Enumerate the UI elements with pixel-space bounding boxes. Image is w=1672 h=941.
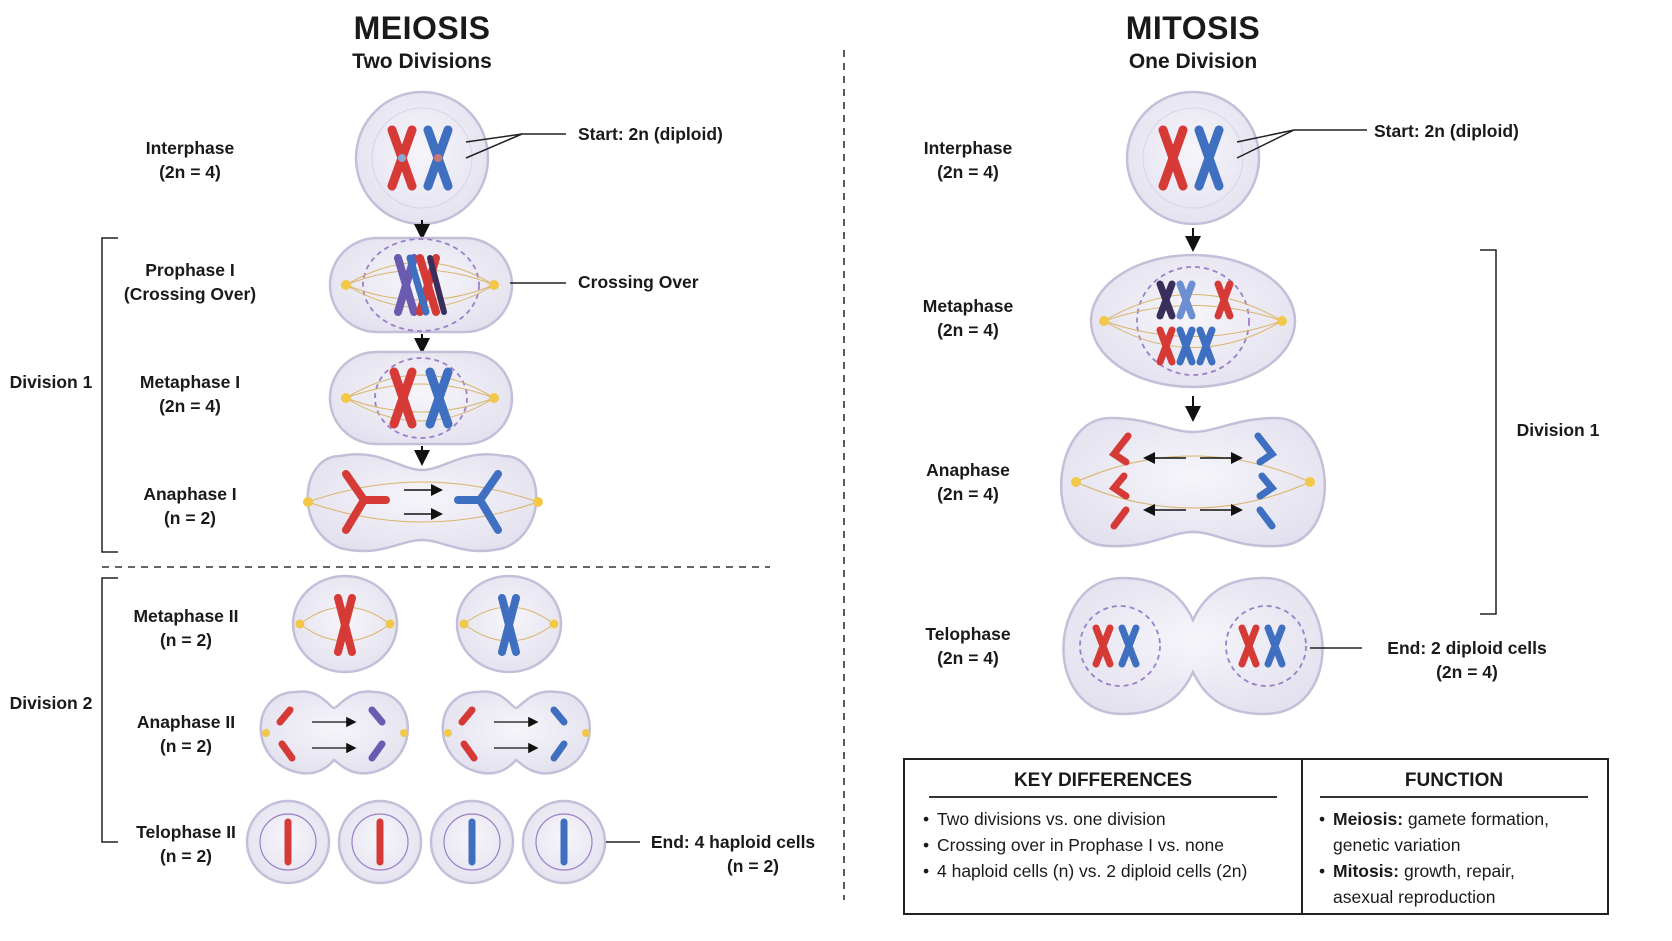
chromosome-pair-red	[387, 125, 417, 191]
stage-name: Interphase	[923, 138, 1013, 158]
definition: growth, repair,	[1399, 860, 1515, 881]
end-line-1: End: 2 diploid cells	[1387, 638, 1547, 658]
mitosis-anaphase-cell	[1059, 416, 1327, 548]
stage-count: (2n = 4)	[159, 162, 221, 182]
divider	[1320, 796, 1588, 798]
mitosis-division-1-label: Division 1	[1516, 420, 1600, 440]
term: Mitosis:	[1333, 860, 1400, 881]
mitosis-metaphase-cell	[1089, 253, 1297, 389]
meiosis-stage-label: Telophase II (n = 2)	[106, 820, 266, 868]
stage-name: Metaphase II	[133, 606, 239, 626]
list-item: Meiosis: gamete formation, genetic variat…	[1319, 806, 1607, 858]
function-panel: FUNCTION Meiosis: gamete formation, genet…	[1301, 760, 1607, 913]
term: Meiosis:	[1333, 808, 1404, 829]
stage-name: Metaphase I	[139, 372, 241, 392]
meiosis-stage-label: Anaphase II (n = 2)	[106, 710, 266, 758]
list-item: Crossing over in Prophase I vs. none	[923, 832, 1301, 858]
end-line-2: (n = 2)	[726, 856, 780, 876]
meiosis-telophase2-cell-1	[245, 799, 331, 885]
meiosis-metaphase1-cell	[328, 350, 514, 446]
meiosis-stage-label: Metaphase II (n = 2)	[106, 604, 266, 652]
mitosis-stage-label: Metaphase (2n = 4)	[888, 294, 1048, 342]
stage-count: (Crossing Over)	[123, 284, 257, 304]
division-1-label: Division 1	[9, 372, 93, 392]
meiosis-metaphase2-cell-2	[455, 574, 563, 674]
division-2-label: Division 2	[9, 693, 93, 713]
meiosis-anaphase2-cell-1	[259, 690, 409, 775]
divider	[929, 796, 1277, 798]
division1-bracket	[101, 237, 118, 553]
stage-count: (2n = 4)	[937, 648, 999, 668]
key-differences-list: Two divisions vs. one division Crossing …	[905, 806, 1301, 884]
comparison-table: KEY DIFFERENCES Two divisions vs. one di…	[903, 758, 1609, 915]
stage-count: (n = 2)	[159, 630, 213, 650]
stage-count: (2n = 4)	[159, 396, 221, 416]
meiosis-start-callout: Start: 2n (diploid)	[578, 124, 723, 144]
list-item: 4 haploid cells (n) vs. 2 diploid cells …	[923, 858, 1301, 884]
meiosis-stage-label: Metaphase I (2n = 4)	[110, 370, 270, 418]
end-line-2: (2n = 4)	[1436, 662, 1498, 682]
meiosis-anaphase1-cell	[303, 453, 543, 553]
meiosis-anaphase2-cell-2	[441, 690, 591, 775]
mitosis-division1-bracket	[1480, 249, 1497, 615]
meiosis-stage-label: Interphase (2n = 4)	[110, 136, 270, 184]
meiosis-telophase2-cell-2	[337, 799, 423, 885]
crossing-over-callout: Crossing Over	[578, 272, 699, 292]
list-item: Mitosis: growth, repair, asexual reproduc…	[1319, 858, 1607, 910]
stage-name: Telophase II	[136, 822, 236, 842]
key-differences-title: KEY DIFFERENCES	[1013, 770, 1193, 791]
stage-name: Interphase	[145, 138, 235, 158]
stage-count: (2n = 4)	[937, 320, 999, 340]
stage-count: (n = 2)	[159, 846, 213, 866]
mitosis-start-callout: Start: 2n (diploid)	[1374, 121, 1519, 141]
definition-cont: asexual reproduction	[1333, 886, 1496, 907]
start-callout-line	[465, 133, 566, 159]
chromosome-pair-blue	[423, 125, 453, 191]
stage-count: (2n = 4)	[937, 484, 999, 504]
stage-count: (n = 2)	[159, 736, 213, 756]
meiosis-telophase2-cell-4	[521, 799, 607, 885]
list-item: Two divisions vs. one division	[923, 806, 1301, 832]
function-title: FUNCTION	[1404, 770, 1504, 791]
key-differences-panel: KEY DIFFERENCES Two divisions vs. one di…	[905, 760, 1303, 913]
meiosis-prophase1-cell	[328, 236, 514, 334]
meiosis-metaphase2-cell-1	[291, 574, 399, 674]
meiosis-stage-label: Anaphase I (n = 2)	[110, 482, 270, 530]
meiosis-subtitle: Two Divisions	[352, 50, 492, 73]
definition-cont: genetic variation	[1333, 834, 1461, 855]
mitosis-stage-label: Interphase (2n = 4)	[888, 136, 1048, 184]
stage-name: Prophase I	[145, 260, 235, 280]
meiosis-telophase2-cell-3	[429, 799, 515, 885]
meiosis-title: MEIOSIS	[353, 10, 491, 46]
mitosis-subtitle: One Division	[1128, 50, 1258, 73]
mitosis-telophase-cell	[1062, 576, 1324, 716]
stage-name: Anaphase I	[143, 484, 237, 504]
function-list: Meiosis: gamete formation, genetic variat…	[1301, 806, 1607, 910]
mitosis-interphase-cell	[1125, 90, 1261, 226]
meiosis-stage-label: Prophase I (Crossing Over)	[110, 258, 270, 306]
stage-name: Metaphase	[922, 296, 1014, 316]
stage-name: Anaphase	[926, 460, 1010, 480]
mitosis-stage-label: Anaphase (2n = 4)	[888, 458, 1048, 506]
stage-name: Telophase	[925, 624, 1011, 644]
mitosis-start-callout-line	[1236, 129, 1367, 159]
division2-bracket	[101, 577, 118, 843]
definition: gamete formation,	[1403, 808, 1549, 829]
stage-name: Anaphase II	[136, 712, 236, 732]
meiosis-end-callout: End: 4 haploid cells (n = 2)	[648, 830, 818, 878]
meiosis-interphase-cell	[354, 90, 490, 226]
end-line-1: End: 4 haploid cells	[650, 832, 816, 852]
mitosis-title: MITOSIS	[1125, 10, 1261, 46]
mitosis-stage-label: Telophase (2n = 4)	[888, 622, 1048, 670]
mitosis-end-callout: End: 2 diploid cells (2n = 4)	[1372, 636, 1562, 684]
stage-count: (n = 2)	[163, 508, 217, 528]
stage-count: (2n = 4)	[937, 162, 999, 182]
